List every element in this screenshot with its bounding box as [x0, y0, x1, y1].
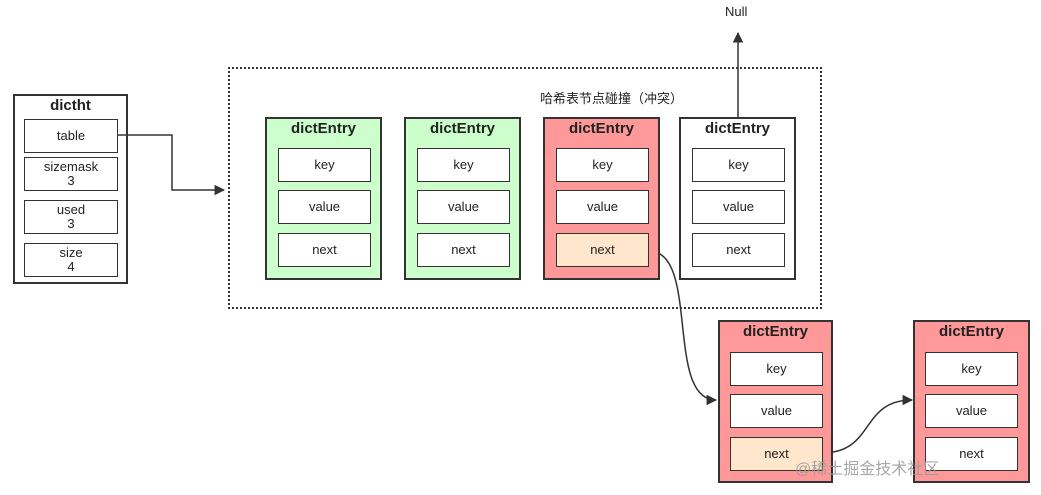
- entry-key-field: key: [925, 352, 1018, 386]
- hash-table-region: [228, 67, 822, 309]
- entry-value-field: value: [556, 190, 649, 224]
- dict-entry-6: dictEntry key value next: [913, 320, 1030, 483]
- dict-entry-title: dictEntry: [938, 323, 1004, 340]
- dictht-box: dictht table sizemask 3 used 3 size 4: [13, 94, 128, 284]
- entry-next-field: next: [925, 437, 1018, 471]
- collision-label: 哈希表节点碰撞（冲突）: [540, 91, 684, 106]
- dict-entry-5: dictEntry key value next: [718, 320, 833, 483]
- entry-key-field: key: [556, 148, 649, 182]
- entry-next-field: next: [692, 233, 785, 267]
- entry-next-field: next: [278, 233, 371, 267]
- dict-entry-title: dictEntry: [429, 120, 495, 137]
- entry-key-field: key: [692, 148, 785, 182]
- next-to-entry5-arrow: [648, 250, 718, 406]
- dict-entry-title: dictEntry: [704, 120, 770, 137]
- next-to-entry6-arrow: [821, 394, 914, 454]
- entry-next-field: next: [417, 233, 510, 267]
- entry-key-field: key: [278, 148, 371, 182]
- dict-entry-1: dictEntry key value next: [265, 117, 382, 280]
- dict-entry-4: dictEntry key value next: [679, 117, 796, 280]
- watermark: @稀土掘金技术社区: [795, 461, 940, 478]
- dictht-size-field: size 4: [24, 243, 118, 277]
- entry-key-field: key: [730, 352, 823, 386]
- entry-value-field: value: [925, 394, 1018, 428]
- entry-value-field: value: [278, 190, 371, 224]
- dict-entry-title: dictEntry: [290, 120, 356, 137]
- null-label: Null: [725, 4, 748, 19]
- dict-entry-2: dictEntry key value next: [404, 117, 521, 280]
- entry-value-field: value: [692, 190, 785, 224]
- dict-entry-3: dictEntry key value next: [543, 117, 660, 280]
- entry-next-field: next: [730, 437, 823, 471]
- dict-entry-title: dictEntry: [568, 120, 634, 137]
- dict-entry-title: dictEntry: [742, 323, 808, 340]
- entry-value-field: value: [730, 394, 823, 428]
- dictht-title: dictht: [50, 97, 91, 114]
- entry-key-field: key: [417, 148, 510, 182]
- dictht-table-field: table: [24, 119, 118, 153]
- table-arrow: [117, 134, 226, 196]
- dictht-used-field: used 3: [24, 200, 118, 234]
- entry-value-field: value: [417, 190, 510, 224]
- dictht-sizemask-field: sizemask 3: [24, 157, 118, 191]
- entry-next-field: next: [556, 233, 649, 267]
